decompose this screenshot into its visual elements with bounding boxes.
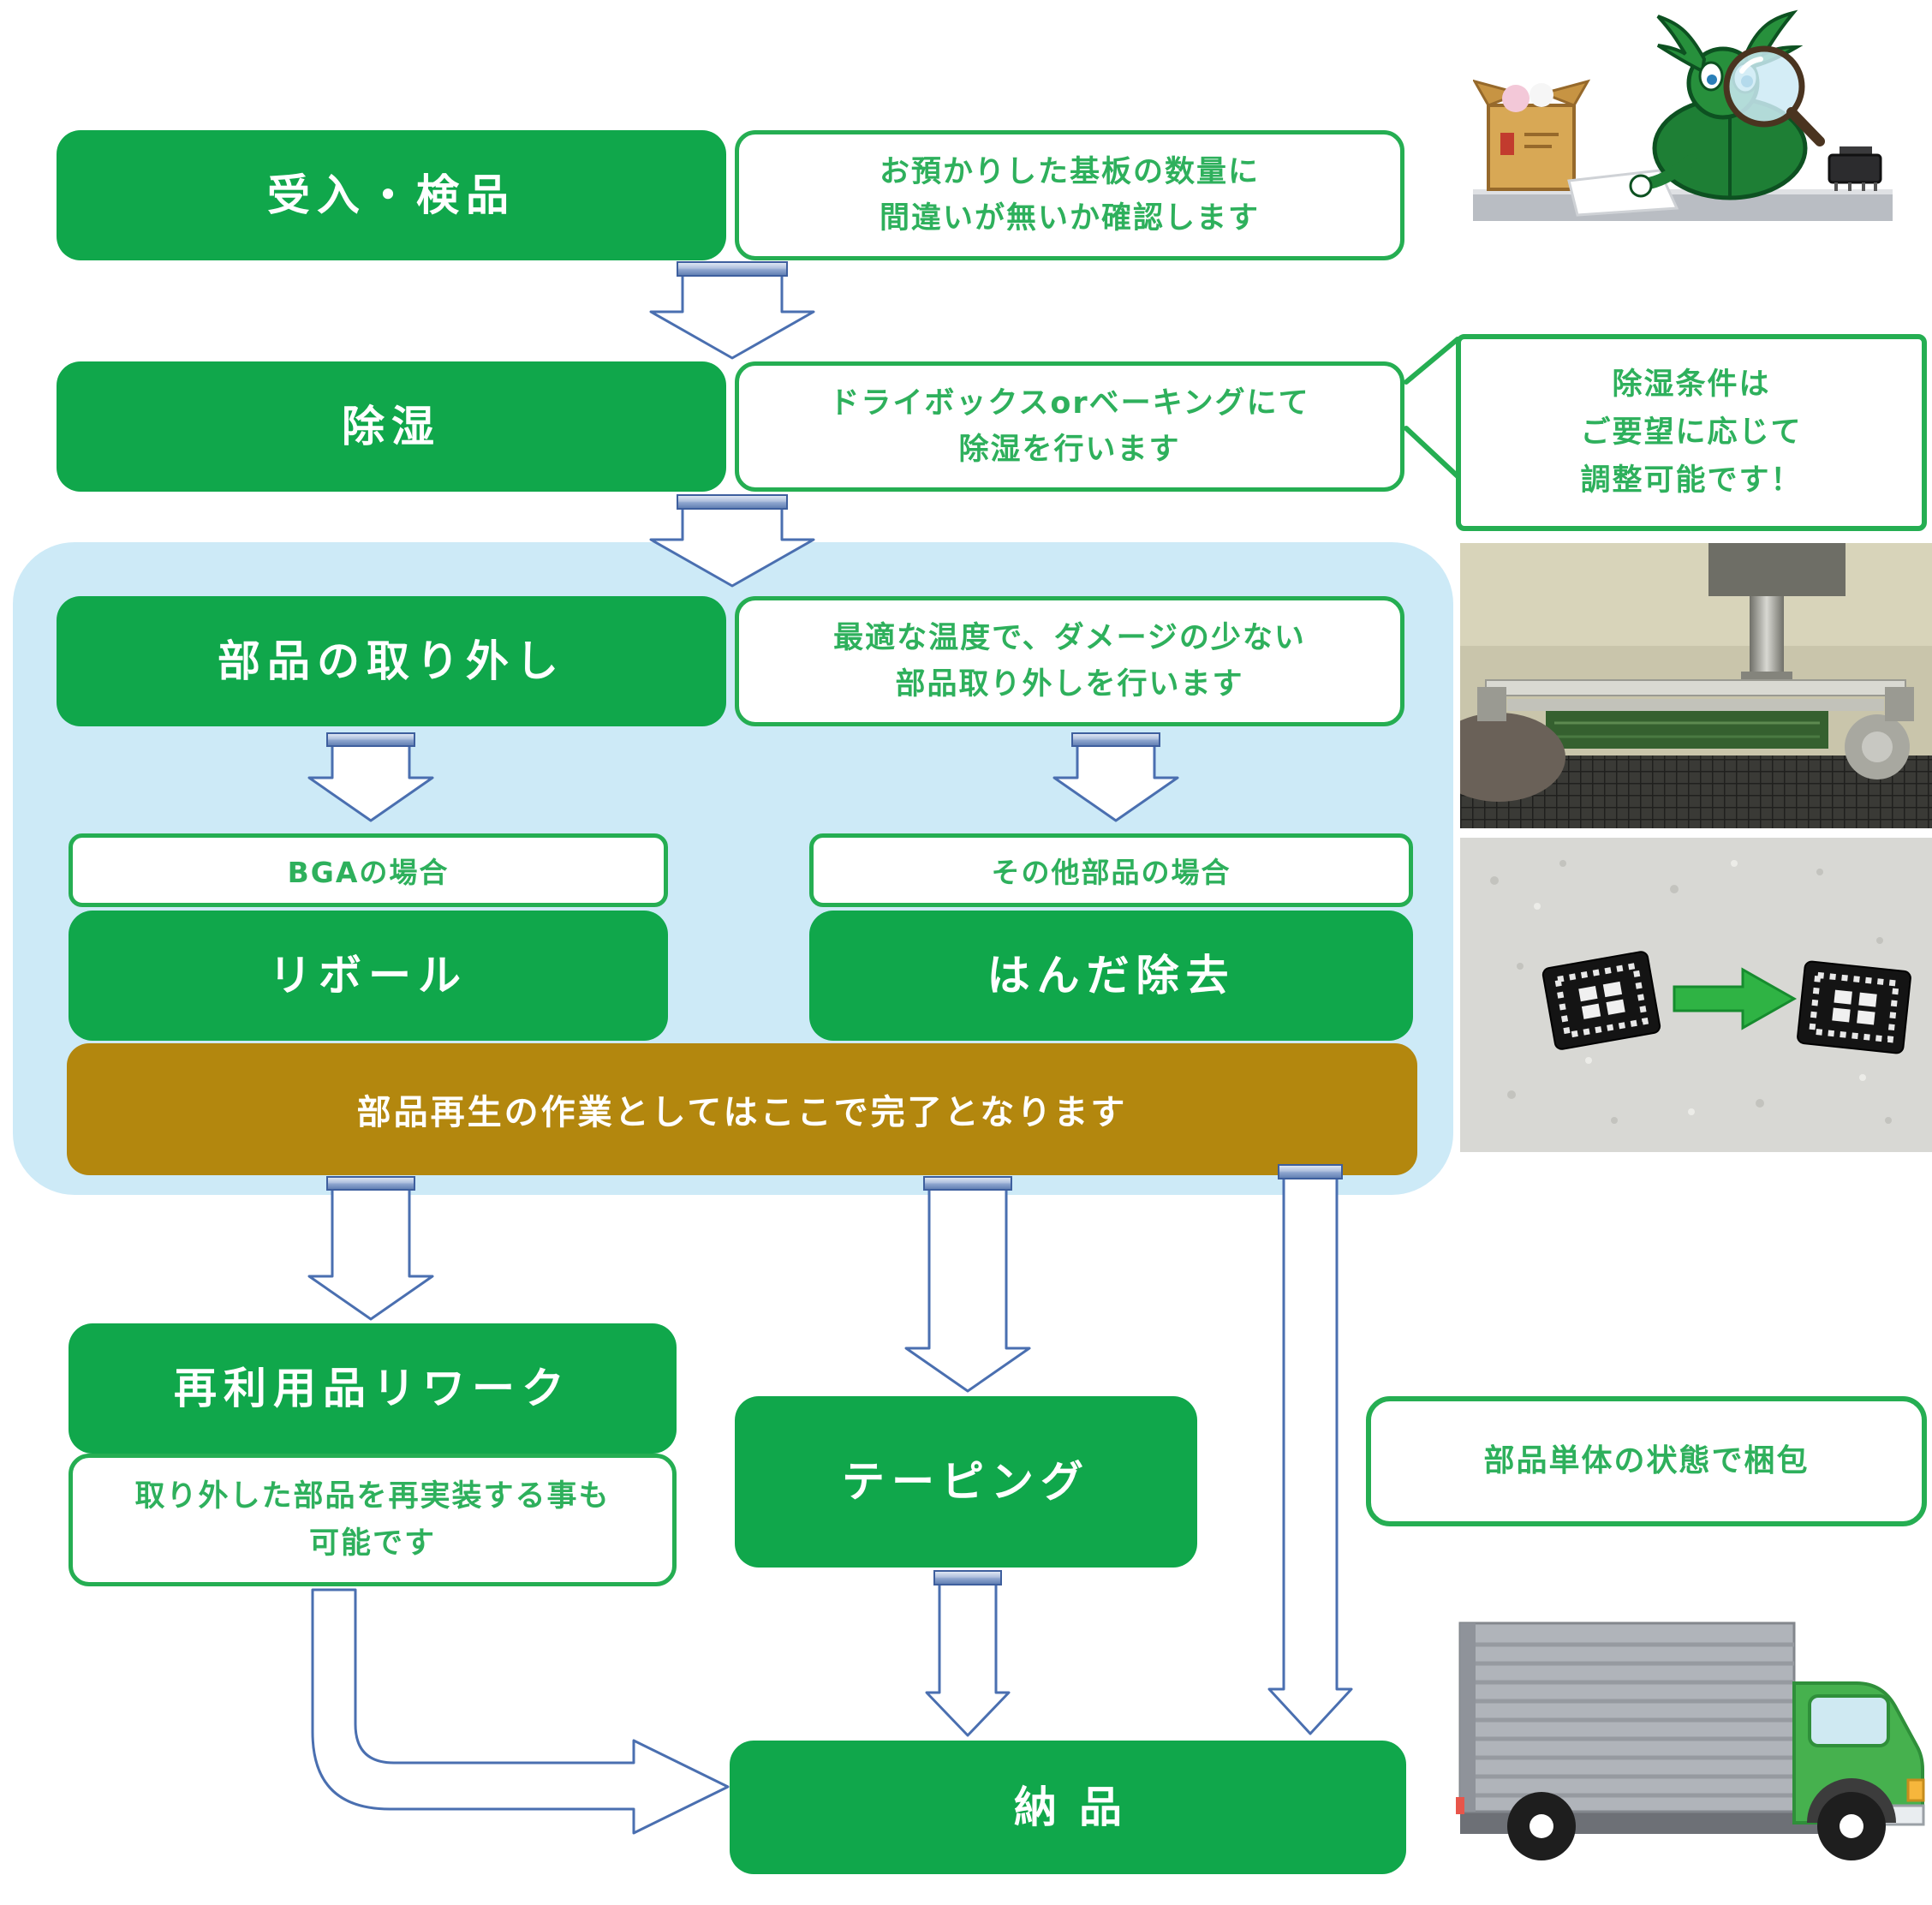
arrow-banner-to-taping bbox=[904, 1176, 1031, 1393]
delivery-truck-illustration bbox=[1456, 1602, 1932, 1876]
cardboard-box-icon bbox=[1473, 79, 1591, 191]
arrow-receive-to-dehumidify bbox=[649, 261, 815, 360]
step-reball-box: リボール bbox=[69, 911, 668, 1041]
step-rework-box: 再利用品リワーク bbox=[69, 1323, 677, 1454]
step-taping-label: テーピング bbox=[842, 1456, 1090, 1507]
rework-machine-photo bbox=[1460, 543, 1932, 828]
step-dehumidify-label: 除湿 bbox=[342, 401, 441, 451]
step-solder-removal-box: はんだ除去 bbox=[809, 911, 1413, 1041]
step-reball-label: リボール bbox=[269, 950, 468, 1000]
beetle-inspector-illustration bbox=[1473, 4, 1893, 221]
arrow-banner-to-delivery bbox=[1267, 1164, 1353, 1735]
callout-dehumidify-conditions: 除湿条件は ご要望に応じて 調整可能です！ bbox=[1456, 334, 1927, 531]
step-taping-box: テーピング bbox=[735, 1396, 1197, 1568]
bga-reball-photo bbox=[1460, 838, 1932, 1152]
note-receive: お預かりした基板の数量に 間違いが無いか確認します bbox=[735, 130, 1404, 260]
completion-banner: 部品再生の作業としてはここで完了となります bbox=[67, 1043, 1417, 1175]
step-dehumidify-box: 除湿 bbox=[57, 361, 726, 492]
step-removal-label: 部品の取り外し bbox=[218, 636, 565, 686]
arrow-rework-to-delivery-elbow bbox=[311, 1588, 730, 1835]
note-dehumidify: ドライボックスorベーキングにて 除湿を行います bbox=[735, 361, 1404, 492]
arrow-taping-to-delivery bbox=[925, 1570, 1011, 1737]
green-arrow-icon bbox=[1673, 967, 1798, 1030]
arrow-banner-to-rework bbox=[307, 1176, 434, 1321]
magnifier-icon bbox=[1723, 45, 1825, 146]
chip-before-icon bbox=[1541, 951, 1661, 1050]
delivery-truck-graphic bbox=[1456, 1621, 1925, 1860]
rework-machine-graphic bbox=[1460, 543, 1932, 828]
callout-connector bbox=[1404, 337, 1460, 479]
step-receive-label: 受入・検品 bbox=[267, 170, 516, 220]
step-delivery-box: 納品 bbox=[730, 1741, 1406, 1874]
step-solder-removal-label: はんだ除去 bbox=[987, 950, 1236, 1000]
note-packing: 部品単体の状態で梱包 bbox=[1366, 1396, 1927, 1526]
note-rework: 取り外した部品を再実装する事も 可能です bbox=[69, 1454, 677, 1586]
step-delivery-label: 納品 bbox=[1014, 1782, 1144, 1832]
bga-reball-graphic bbox=[1460, 838, 1932, 1152]
step-rework-label: 再利用品リワーク bbox=[174, 1363, 571, 1413]
step-removal-box: 部品の取り外し bbox=[57, 596, 726, 726]
branch-other-condition: その他部品の場合 bbox=[809, 833, 1413, 907]
note-removal: 最適な温度で、ダメージの少ない 部品取り外しを行います bbox=[735, 596, 1404, 726]
step-receive-box: 受入・検品 bbox=[57, 130, 726, 260]
chip-after-icon bbox=[1797, 960, 1911, 1054]
chip-component-icon bbox=[1828, 146, 1882, 191]
beetle-inspector-graphic bbox=[1473, 4, 1893, 221]
branch-bga-condition: BGAの場合 bbox=[69, 833, 668, 907]
